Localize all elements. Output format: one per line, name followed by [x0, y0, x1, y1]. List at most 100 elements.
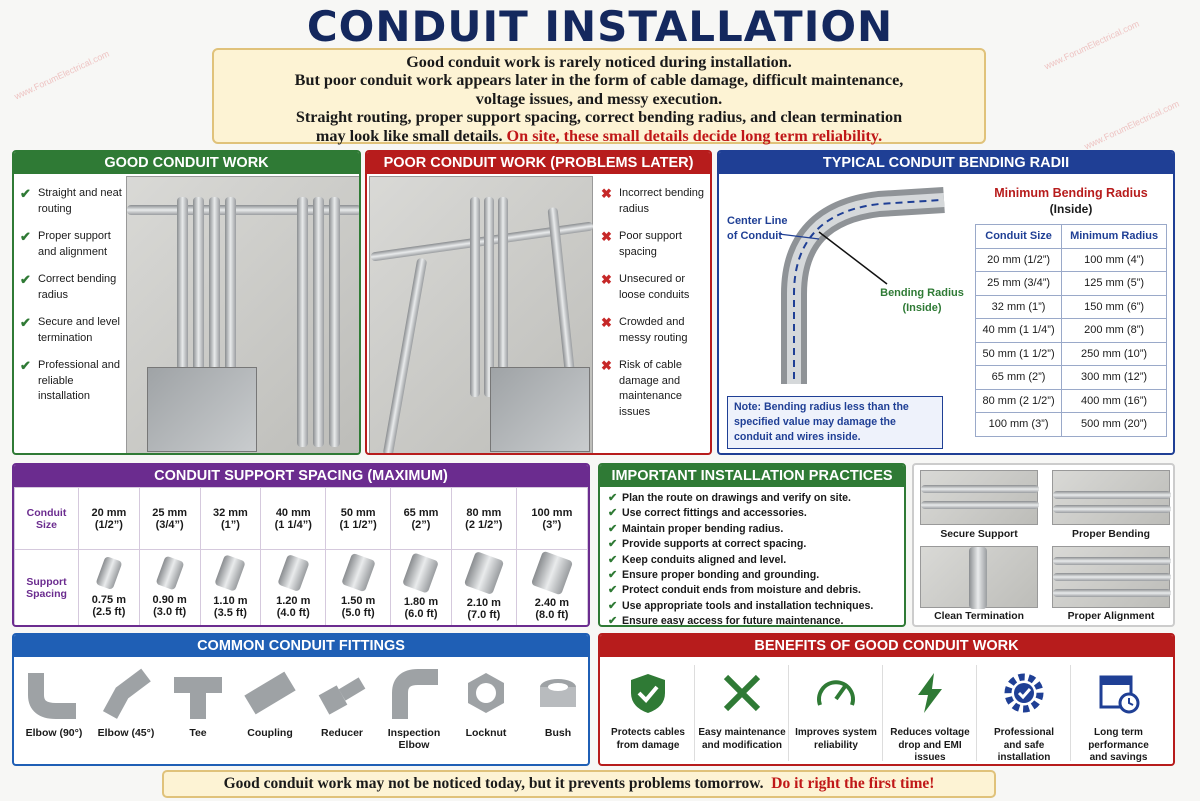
poor-conduit-photo [369, 176, 594, 453]
cross-icon: ✖ [601, 358, 612, 373]
footer-text: Good conduit work may not be noticed tod… [223, 775, 764, 792]
table-row: 80 mm (2 1/2”)400 mm (16”) [974, 388, 1167, 413]
table-row: 32 mm (1”)150 mm (6”) [974, 294, 1167, 319]
fitting-item: Coupling [234, 665, 306, 739]
check-icon: ✔ [608, 492, 618, 504]
table-row: Conduit Size 20 mm(1/2”) 25 mm(3/4”) 32 … [14, 487, 588, 550]
elbow-90-icon [26, 665, 82, 721]
list-item-text: Crowded and messy routing [619, 316, 688, 344]
proper-alignment-photo [1052, 546, 1171, 608]
cross-icon: ✖ [601, 315, 612, 330]
list-item: ✔Use correct fittings and accessories. [608, 506, 873, 521]
check-icon: ✔ [608, 553, 618, 566]
note-box: Note: Bending radius less than the speci… [727, 396, 943, 449]
intro-line: Good conduit work is rarely noticed duri… [406, 53, 792, 71]
watermark: www.ForumElectrical.com [12, 48, 111, 102]
secure-support-photo [920, 470, 1039, 525]
locknut-icon [458, 665, 514, 721]
good-conduit-panel: GOOD CONDUIT WORK ✔Straight and neat rou… [12, 150, 361, 455]
coupling-icon [242, 665, 298, 721]
table-row: Support Spacing 0.75 m(2.5 ft) 0.90 m(3.… [14, 549, 588, 625]
clean-termination-photo [920, 546, 1038, 609]
intro-line: Straight routing, proper support spacing… [295, 108, 903, 127]
good-conduit-photo [126, 176, 359, 453]
table-row: 65 mm (2”)300 mm (12”) [974, 365, 1167, 390]
bend-diagram [778, 187, 945, 384]
proper-bending-photo [1052, 470, 1171, 525]
lightning-icon [908, 671, 952, 715]
list-item-text: Professional and reliable installation [38, 359, 120, 402]
list-item: ✔Use appropriate tools and installation … [608, 599, 873, 614]
table-row: 20 mm (1/2”)100 mm (4”) [974, 247, 1167, 272]
list-item: ✔Maintain proper bending radius. [608, 522, 873, 537]
list-item: ✖ Risk of cable damage and maintenance is… [601, 358, 709, 420]
check-icon: ✔ [20, 272, 31, 287]
check-icon: ✔ [608, 584, 618, 597]
photo-caption: Clean Termination [934, 611, 1024, 622]
gauge-icon [814, 671, 858, 715]
list-item: ✔Keep conduits aligned and level. [608, 553, 873, 568]
tools-icon [720, 671, 764, 715]
list-item-text: Proper support and alignment [38, 230, 111, 258]
poor-conduit-panel: POOR CONDUIT WORK (PROBLEMS LATER) ✖ Inco… [365, 150, 712, 455]
panel-header: BENEFITS OF GOOD CONDUIT WORK [600, 635, 1173, 657]
list-item-text: Straight and neat routing [38, 187, 122, 215]
list-item: ✔Ensure easy access for future maintenan… [608, 614, 873, 627]
col-header: Conduit Size [974, 224, 1063, 249]
panel-header: COMMON CONDUIT FITTINGS [14, 635, 588, 657]
tee-icon [170, 665, 226, 721]
center-line-label: Center Line of Conduit [727, 215, 788, 242]
practices-panel: IMPORTANT INSTALLATION PRACTICES ✔Plan t… [598, 463, 906, 627]
intro-text: may look like small details. [315, 126, 503, 145]
table-subtitle: (Inside) [1049, 202, 1093, 216]
practices-list: ✔Plan the route on drawings and verify o… [608, 491, 873, 627]
fittings-panel: COMMON CONDUIT FITTINGS Elbow (90°) Elbo… [12, 633, 590, 766]
bush-icon [530, 665, 586, 721]
page-title: CONDUIT INSTALLATION [306, 2, 894, 51]
list-item-text: Secure and level termination [38, 316, 120, 344]
table-row: 100 mm (3”)500 mm (20”) [974, 412, 1167, 437]
list-item-text: Incorrect bending radius [619, 187, 704, 215]
cross-icon: ✖ [601, 186, 612, 201]
list-item: ✖Poor support spacing [601, 229, 709, 260]
photo-grid: Secure Support Proper Bending Clean Term… [912, 463, 1175, 627]
cross-icon: ✖ [601, 229, 612, 244]
fitting-item: Tee [162, 665, 234, 739]
list-item: ✔ Straight and neat routing [20, 186, 128, 217]
check-icon: ✔ [608, 615, 618, 627]
check-icon: ✔ [608, 569, 618, 582]
list-item-text: Risk of cable damage and maintenance iss… [619, 359, 682, 418]
list-item: ✔Ensure proper bonding and grounding. [608, 568, 873, 583]
list-item: ✔ Proper support and alignment [20, 229, 128, 260]
elbow-45-icon [98, 665, 154, 721]
intro-line: may look like small details. On site, th… [222, 127, 976, 145]
check-icon: ✔ [20, 229, 31, 244]
shield-check-icon [626, 671, 670, 715]
photo-caption: Proper Alignment [1067, 611, 1155, 622]
check-icon: ✔ [20, 358, 31, 373]
intro-line: But poor conduit work appears later in t… [294, 71, 904, 90]
list-item: ✔ Secure and level termination [20, 315, 128, 346]
panel-header: POOR CONDUIT WORK (PROBLEMS LATER) [367, 152, 710, 174]
check-icon: ✔ [20, 315, 31, 330]
check-icon: ✔ [608, 522, 618, 535]
check-icon: ✔ [20, 186, 31, 201]
check-icon: ✔ [608, 507, 618, 520]
intro-line: voltage issues, and messy execution. [475, 89, 723, 108]
table-title: Minimum Bending Radius [994, 186, 1148, 200]
benefits-panel: BENEFITS OF GOOD CONDUIT WORK Protects c… [598, 633, 1175, 766]
list-item: ✔Provide supports at correct spacing. [608, 537, 873, 552]
good-list: ✔ Straight and neat routing ✔ Proper suppo… [20, 186, 128, 417]
panel-header: TYPICAL CONDUIT BENDING RADII [719, 152, 1173, 174]
check-icon: ✔ [608, 599, 618, 612]
watermark: www.ForumElectrical.com [1082, 98, 1181, 152]
support-spacing-table: Conduit Size 20 mm(1/2”) 25 mm(3/4”) 32 … [14, 487, 588, 625]
table-row: 40 mm (1 1/4”)200 mm (8”) [974, 318, 1167, 343]
photo-caption: Proper Bending [1072, 529, 1150, 540]
bending-radius-label: Bending Radius (Inside) [880, 287, 964, 314]
fitting-item: Locknut [450, 665, 522, 739]
check-icon: ✔ [608, 538, 618, 551]
